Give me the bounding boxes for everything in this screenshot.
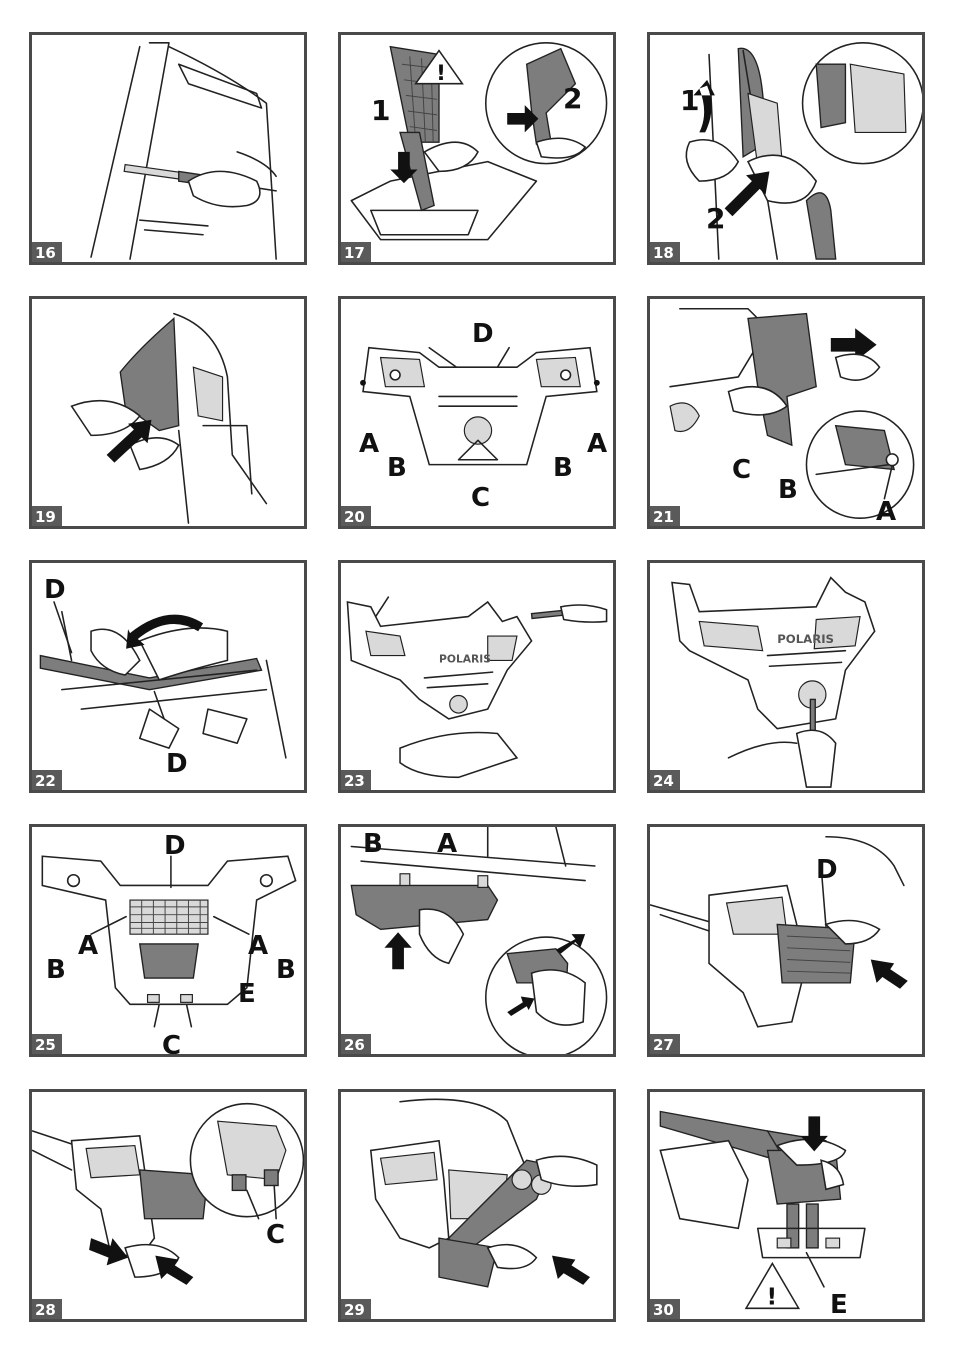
- illustration-trim-strip: [39, 601, 287, 759]
- figure-panel-24: POLARIS 24: [647, 560, 925, 793]
- push-arrow-icon: [390, 151, 418, 184]
- illustration-rear-bumper-push: [650, 835, 908, 1028]
- figure-number: 27: [650, 1034, 680, 1054]
- figure-panel-16: 16: [29, 32, 307, 265]
- figure-panel-23: POLARIS 23: [338, 560, 616, 793]
- part-label: B: [363, 829, 383, 859]
- push-arrow-icon: [384, 932, 412, 970]
- part-label: C: [162, 1031, 182, 1057]
- figure-number: 26: [341, 1034, 371, 1054]
- brand-logo: POLARIS: [439, 652, 491, 665]
- figure-number: 22: [32, 770, 62, 790]
- figure-number: 24: [650, 770, 680, 790]
- push-arrow-icon: [800, 1116, 828, 1152]
- svg-text:!: !: [767, 1282, 778, 1310]
- illustration-bumper-center-screw: POLARIS: [671, 576, 876, 788]
- part-label: B: [276, 955, 296, 985]
- part-label: D: [166, 749, 188, 779]
- illustration-panel-clip: [685, 42, 922, 260]
- push-arrow-icon: [507, 105, 539, 133]
- figure-panel-25: D A A B B E C 25: [29, 824, 307, 1057]
- part-label: B: [46, 955, 66, 985]
- illustration-front-bumper-parts: [360, 346, 600, 466]
- part-label: C: [471, 483, 491, 513]
- part-label: A: [248, 931, 269, 961]
- figure-panel-22: D D 22: [29, 560, 307, 793]
- part-label: E: [830, 1290, 848, 1320]
- figure-panel-29: 29: [338, 1089, 616, 1322]
- step-label: 2: [563, 82, 583, 115]
- warning-triangle-icon: [744, 1261, 801, 1310]
- part-label: D: [472, 319, 494, 349]
- push-arrow-icon: [724, 171, 770, 217]
- svg-text:!: !: [436, 61, 446, 86]
- figure-number: 23: [341, 770, 371, 790]
- push-arrow-icon: [507, 996, 535, 1017]
- part-label: A: [587, 429, 608, 459]
- figure-panel-28: C 28: [29, 1089, 307, 1322]
- figure-number: 28: [32, 1299, 62, 1319]
- part-label: D: [164, 831, 186, 861]
- illustration-bumper-clips: [32, 1102, 304, 1285]
- push-arrow-icon: [830, 328, 877, 362]
- step-label: 2: [706, 202, 726, 235]
- part-label: D: [44, 575, 66, 605]
- figure-panel-26: B A 26: [338, 824, 616, 1057]
- push-arrow-icon: [555, 934, 586, 954]
- part-label: C: [732, 455, 752, 485]
- push-arrow-icon: [155, 1255, 194, 1285]
- figure-number: 20: [341, 506, 371, 526]
- figure-panel-17: ! 1 2 17: [338, 32, 616, 265]
- figure-panel-18: 1 2 18: [647, 32, 925, 265]
- illustration-tow-bar-lock: !: [659, 1110, 866, 1310]
- part-label: B: [553, 453, 573, 483]
- step-label: 1: [371, 94, 391, 127]
- figure-panel-27: D 27: [647, 824, 925, 1057]
- push-arrow-icon: [870, 959, 908, 989]
- illustration-screwdriver-seat: [90, 42, 277, 260]
- figure-number: 29: [341, 1299, 371, 1319]
- part-label: E: [238, 979, 256, 1009]
- illustration-tow-bar-insert: [369, 1098, 598, 1288]
- part-label: A: [876, 497, 897, 527]
- push-arrow-icon: [89, 1238, 129, 1266]
- part-label: A: [78, 931, 99, 961]
- part-label: A: [359, 429, 380, 459]
- brand-logo: POLARIS: [777, 632, 834, 646]
- figure-number: 19: [32, 506, 62, 526]
- illustration-handlebar-insert: !: [350, 42, 608, 241]
- part-label: D: [816, 855, 838, 885]
- part-label: C: [266, 1220, 286, 1250]
- figure-number: 17: [341, 242, 371, 262]
- illustration-bumper-screw: POLARIS: [346, 596, 608, 779]
- figure-number: 16: [32, 242, 62, 262]
- figure-panel-20: D A B C B A 20: [338, 296, 616, 529]
- figure-number: 18: [650, 242, 680, 262]
- figure-panel-19: 19: [29, 296, 307, 529]
- push-arrow-icon: [552, 1255, 591, 1285]
- figure-number: 21: [650, 506, 680, 526]
- illustration-side-panel-push: [70, 312, 268, 524]
- figure-panel-21: C B A 21: [647, 296, 925, 529]
- warning-triangle-icon: [414, 49, 464, 85]
- illustration-side-step-fitting: [350, 827, 608, 1054]
- figure-number: 25: [32, 1034, 62, 1054]
- rotate-arrow-icon: [126, 614, 204, 649]
- figure-panel-30: ! E 30: [647, 1089, 925, 1322]
- illustration-bumper-fitting: [669, 307, 915, 519]
- part-label: B: [387, 453, 407, 483]
- step-label: 1: [680, 84, 700, 117]
- part-label: A: [437, 829, 458, 859]
- rotate-arrow-icon: [693, 79, 715, 133]
- push-arrow-icon: [106, 419, 152, 463]
- illustration-rear-bumper-parts: [41, 855, 297, 1028]
- part-label: B: [778, 475, 798, 505]
- figure-number: 30: [650, 1299, 680, 1319]
